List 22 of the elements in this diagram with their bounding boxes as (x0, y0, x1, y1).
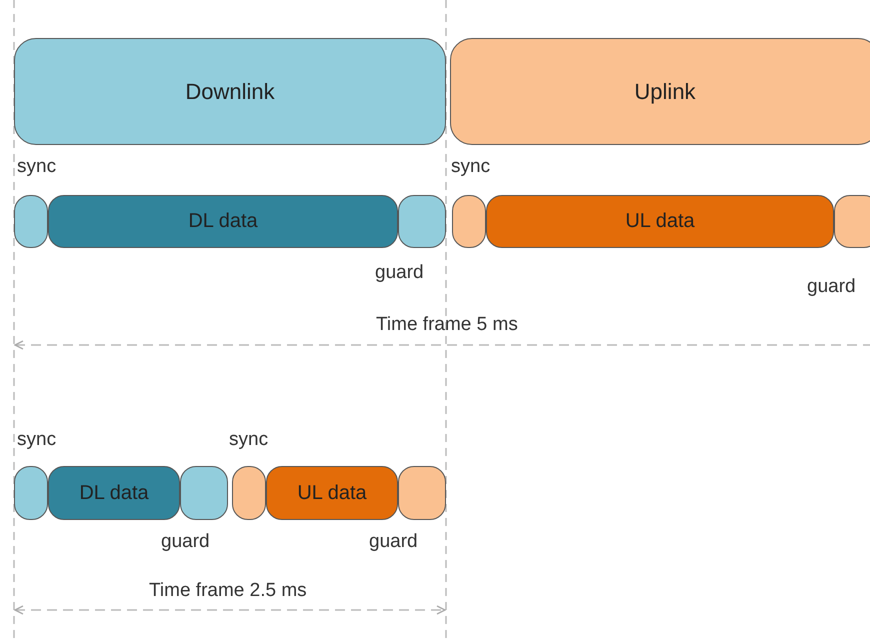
phase-box (450, 38, 870, 145)
slot-label: guard (161, 531, 210, 553)
slot-label: sync (229, 429, 268, 451)
block-label: DL data (188, 210, 258, 233)
data-block (48, 466, 180, 520)
phase-label: Uplink (634, 78, 696, 104)
slot-label: sync (17, 429, 56, 451)
slot-label: sync (17, 156, 56, 178)
slot-label: guard (369, 531, 418, 553)
data-block (48, 195, 398, 248)
phase-label: Downlink (185, 78, 275, 104)
slot-label: guard (807, 276, 856, 298)
slot-label: sync (451, 156, 490, 178)
data-block (486, 195, 834, 248)
block-label: UL data (625, 210, 695, 233)
duration-label: Time frame 5 ms (376, 314, 518, 336)
data-block (266, 466, 398, 520)
duration-label: Time frame 2.5 ms (149, 580, 307, 602)
block-label: DL data (79, 482, 149, 504)
block-label: UL data (297, 482, 367, 504)
slot-label: guard (375, 262, 424, 284)
phase-box (14, 38, 446, 145)
